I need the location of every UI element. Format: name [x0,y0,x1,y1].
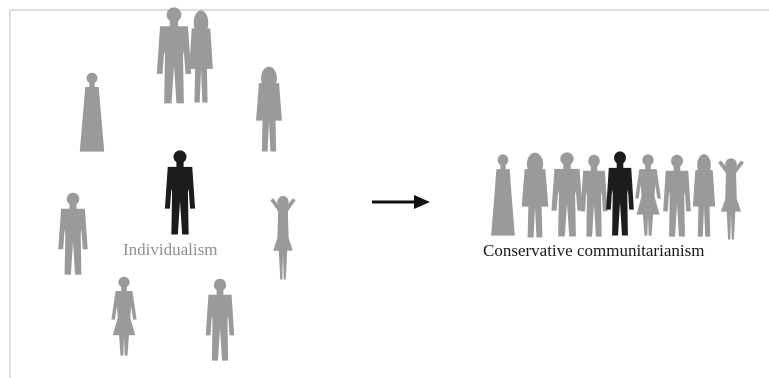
person-figure [111,276,137,356]
person-figure [551,152,583,237]
conservative-communitarianism-label: Conservative communitarianism [483,241,705,260]
person-figure [256,66,282,152]
person-figure [635,154,661,236]
right-group [491,151,744,240]
person-figure [718,158,744,240]
left-group [58,7,296,361]
arrow-right-icon [372,195,430,209]
person-figure [521,152,549,238]
frame-left-border [9,9,11,378]
person-figure [692,154,716,237]
frame-top-border [9,9,769,11]
person-figure [205,278,235,361]
person-figure-highlighted [164,150,196,235]
person-figure [189,10,213,103]
person-figure [156,7,192,104]
person-figure [663,154,691,237]
person-figure [58,192,88,275]
person-figure [580,154,608,237]
person-figure-highlighted [606,151,634,236]
person-figure [79,72,105,152]
person-figure [491,154,515,236]
person-figure [270,196,296,280]
individualism-label: Individualism [123,240,218,259]
